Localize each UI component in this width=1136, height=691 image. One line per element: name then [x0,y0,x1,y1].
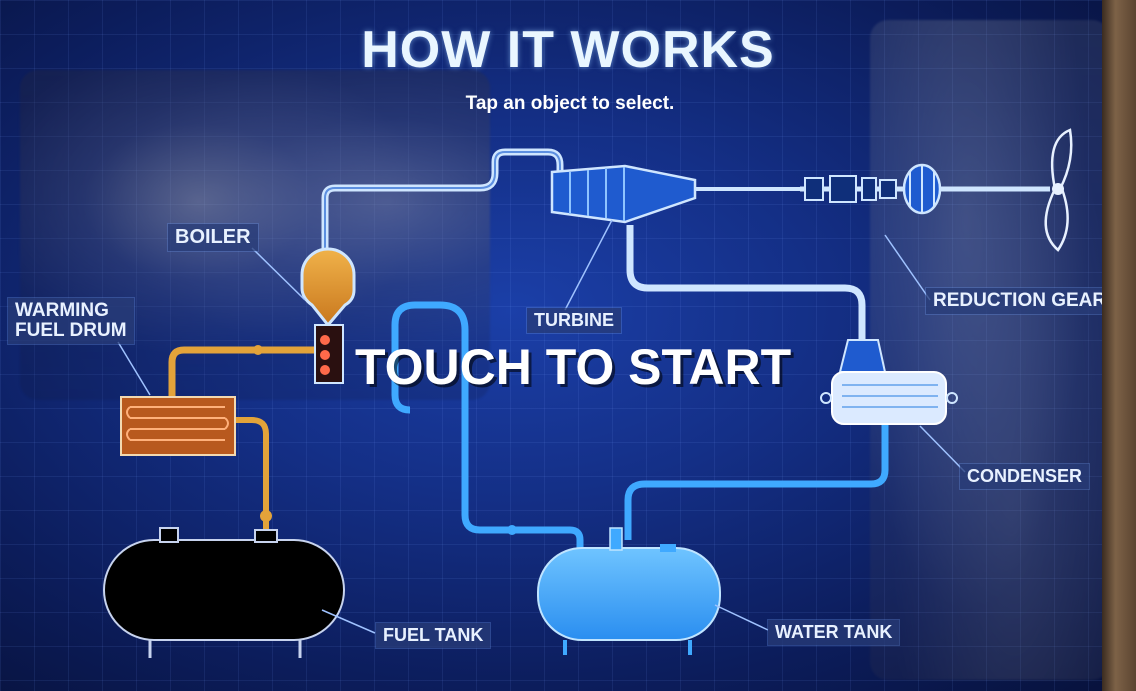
steam-pipe [321,148,564,254]
condenser-label[interactable]: CONDENSER [960,464,1090,489]
water-tank-icon[interactable] [537,527,721,655]
warming-fuel-drum-label[interactable]: WARMING FUEL DRUM [8,298,134,344]
boiler-label[interactable]: BOILER [168,224,258,251]
reduction-gear-icon[interactable] [800,163,1050,215]
reduction-gear-label[interactable]: REDUCTION GEAR [926,288,1114,314]
screen-bezel [1102,0,1136,691]
fuel-tank-valve-icon [260,510,272,522]
turbine-label[interactable]: TURBINE [527,308,621,333]
condensate-pipe [624,425,889,540]
steam-pipe-core [324,151,561,251]
propeller-icon[interactable] [1044,128,1073,252]
turbine-icon[interactable] [550,164,805,224]
page-subtitle: Tap an object to select. [465,93,675,114]
exhaust-pipe [626,225,866,340]
page-title: HOW IT WORKS [361,21,775,79]
fuel-tank-label[interactable]: FUEL TANK [376,623,491,648]
leader-lines [117,219,966,634]
condenser-icon[interactable] [820,339,958,425]
boiler-icon[interactable] [300,247,356,384]
warming-fuel-drum-icon[interactable] [120,396,236,456]
touch-to-start-button[interactable]: TOUCH TO START [355,339,792,395]
water-tank-label[interactable]: WATER TANK [768,620,900,645]
fuel-pipe-top [168,346,318,398]
fuel-pipe-down [235,417,269,545]
feed-valve-icon [507,525,517,535]
feedwater-pipe [391,301,584,548]
fuel-tank-icon[interactable] [103,527,345,658]
fuel-valve-icon [253,345,263,355]
